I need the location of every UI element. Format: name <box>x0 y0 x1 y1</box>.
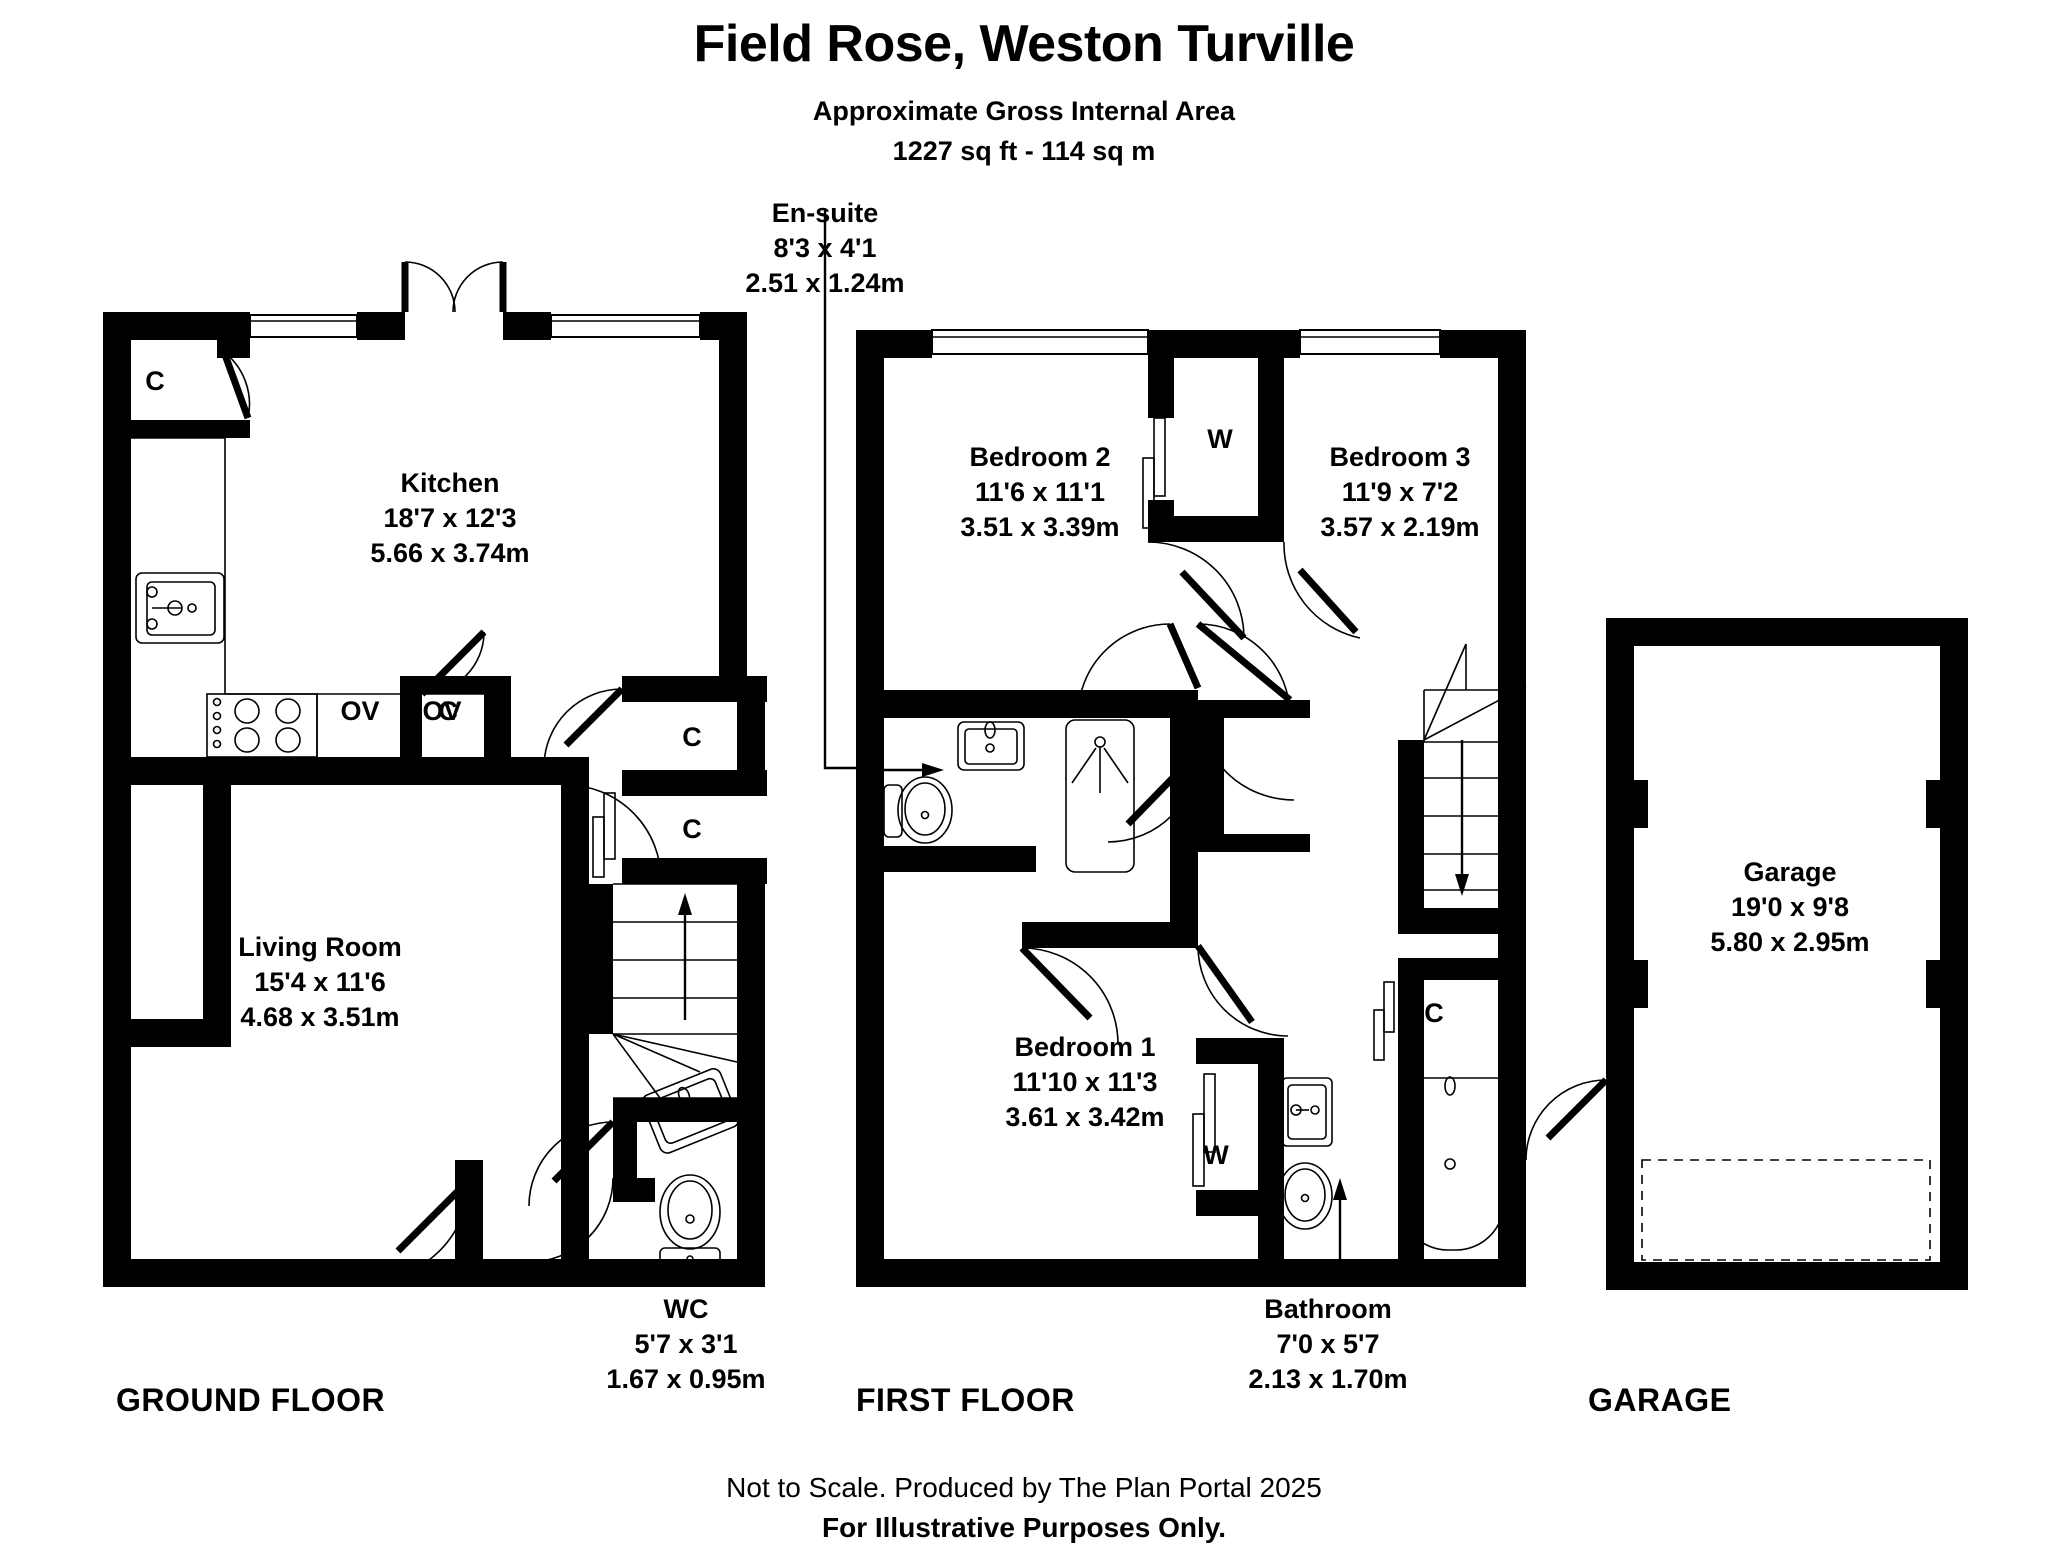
first-floor-plan <box>856 329 1527 1287</box>
kitchen-sink-icon <box>135 572 225 644</box>
bedroom2-name: Bedroom 2 <box>969 442 1111 472</box>
garage-imperial: 19'0 x 9'8 <box>1731 892 1849 923</box>
room-label-garage: Garage 19'0 x 9'8 5.80 x 2.95m <box>1640 855 1940 960</box>
wardrobe-marker-bed2: W <box>1207 424 1233 454</box>
room-label-wc: WC 5'7 x 3'1 1.67 x 0.95m <box>566 1292 806 1397</box>
oven-marker: OV <box>422 696 462 726</box>
living-room-imperial: 15'4 x 11'6 <box>254 967 386 998</box>
first-floor-staircase <box>1398 643 1527 934</box>
floor-label-garage: GARAGE <box>1588 1382 1732 1418</box>
wc-name: WC <box>663 1294 709 1324</box>
cupboard-marker-kitchen-right: C <box>438 696 458 726</box>
ground-floor-window-kitchen-left <box>249 314 358 338</box>
bedroom2-imperial: 11'6 x 11'1 <box>975 477 1105 508</box>
front-door <box>528 1177 614 1263</box>
cupboard-marker-kitchen: C <box>145 366 165 396</box>
bedroom2-metric: 3.51 x 3.39m <box>960 512 1120 543</box>
kitchen-metric: 5.66 x 3.74m <box>370 538 530 569</box>
ensuite-name: En-suite <box>771 198 879 228</box>
wc-toilet-icon <box>659 1174 721 1271</box>
kitchen-hob-icon <box>206 693 318 758</box>
ground-cupboard-top-left <box>131 340 252 438</box>
living-room-name: Living Room <box>238 932 402 962</box>
floor-label-first: FIRST FLOOR <box>856 1382 1075 1418</box>
ground-floor-window-kitchen-right <box>550 314 701 338</box>
room-label-bathroom: Bathroom 7'0 x 5'7 2.13 x 1.70m <box>1178 1292 1478 1397</box>
cupboard-marker-hall-upper: C <box>682 722 702 752</box>
bathroom-imperial: 7'0 x 5'7 <box>1276 1329 1380 1360</box>
landing-doors <box>1019 621 1295 1045</box>
room-label-bedroom2: Bedroom 2 11'6 x 11'1 3.51 x 3.39m <box>900 440 1180 545</box>
ground-staircase <box>589 883 738 1099</box>
garage-metric: 5.80 x 2.95m <box>1710 927 1870 958</box>
wardrobe-bed1 <box>1192 1073 1216 1187</box>
ensuite-shower-icon <box>1065 719 1135 873</box>
bathroom-metric: 2.13 x 1.70m <box>1248 1364 1408 1395</box>
first-floor-cupboard-lower <box>1373 958 1526 1074</box>
bathroom-sink-icon <box>1281 1077 1333 1147</box>
room-label-bedroom1: Bedroom 1 11'10 x 11'3 3.61 x 3.42m <box>940 1030 1230 1135</box>
area-subtitle-line1: Approximate Gross Internal Area <box>812 96 1236 126</box>
wc-imperial: 5'7 x 3'1 <box>634 1329 738 1360</box>
oven-label: OV <box>340 696 380 726</box>
room-label-living-room: Living Room 15'4 x 11'6 4.68 x 3.51m <box>170 930 470 1035</box>
footer-line2: For Illustrative Purposes Only. <box>821 1512 1227 1543</box>
bedroom-doors-top <box>1147 541 1361 641</box>
bathroom-name: Bathroom <box>1264 1294 1392 1324</box>
cupboard-sliding-doors <box>1373 981 1395 1061</box>
ensuite-sink-icon <box>957 721 1025 771</box>
cupboard-marker-landing: C <box>1196 770 1216 800</box>
garage-name: Garage <box>1743 857 1837 887</box>
ground-floor-plan <box>103 261 767 1287</box>
wc-sink-icon <box>641 1068 740 1154</box>
first-floor-window-bed2 <box>931 329 1149 355</box>
kitchen-oven-and-cupboard <box>316 629 511 757</box>
area-subtitle-line2: 1227 sq ft - 114 sq m <box>892 136 1156 166</box>
garage-side-door <box>1525 1077 1634 1161</box>
room-label-bedroom3: Bedroom 3 11'9 x 7'2 3.57 x 2.19m <box>1260 440 1540 545</box>
bedroom3-imperial: 11'9 x 7'2 <box>1341 477 1459 508</box>
garage-plan <box>1525 618 1968 1290</box>
bedroom1-imperial: 11'10 x 11'3 <box>1012 1067 1158 1098</box>
french-door-kitchen <box>401 261 507 313</box>
ensuite-imperial: 8'3 x 4'1 <box>773 233 877 264</box>
kitchen-imperial: 18'7 x 12'3 <box>383 503 517 534</box>
door-cupboard-lower <box>592 792 616 878</box>
wc-room <box>528 1068 765 1287</box>
footer-line1: Not to Scale. Produced by The Plan Porta… <box>726 1472 1322 1503</box>
kitchen-name: Kitchen <box>400 468 500 498</box>
room-label-kitchen: Kitchen 18'7 x 12'3 5.66 x 3.74m <box>300 466 600 571</box>
bathroom-bath-icon <box>1399 1076 1505 1251</box>
bedroom3-metric: 3.57 x 2.19m <box>1320 512 1480 543</box>
ensuite-room <box>856 719 1135 873</box>
first-floor-cupboard-landing <box>1170 690 1310 852</box>
bathroom-toilet-icon <box>1265 1162 1333 1230</box>
room-label-ensuite: En-suite 8'3 x 4'1 2.51 x 1.24m <box>700 196 950 301</box>
bedroom1-metric: 3.61 x 3.42m <box>1005 1102 1165 1133</box>
bedroom1-name: Bedroom 1 <box>1014 1032 1156 1062</box>
kitchen-counter <box>131 437 511 695</box>
wc-metric: 1.67 x 0.95m <box>606 1364 766 1395</box>
floor-label-ground: GROUND FLOOR <box>116 1382 386 1418</box>
bedroom3-name: Bedroom 3 <box>1329 442 1471 472</box>
first-floor-window-bed3 <box>1299 329 1441 355</box>
ensuite-leader-line <box>823 210 862 770</box>
cupboard-marker-hall-lower: C <box>682 814 702 844</box>
wardrobe-bed2-doors <box>1142 417 1166 529</box>
wardrobe-marker-bed1: W <box>1203 1140 1229 1170</box>
page-title: Field Rose, Weston Turville <box>693 15 1355 73</box>
ensuite-toilet-icon <box>883 776 953 844</box>
cupboard-marker-first-lower: C <box>1424 998 1444 1028</box>
ensuite-metric: 2.51 x 1.24m <box>745 268 905 299</box>
bathroom-room <box>1265 1076 1505 1260</box>
door-cupboard-upper <box>543 686 625 768</box>
living-room-metric: 4.68 x 3.51m <box>240 1002 400 1033</box>
